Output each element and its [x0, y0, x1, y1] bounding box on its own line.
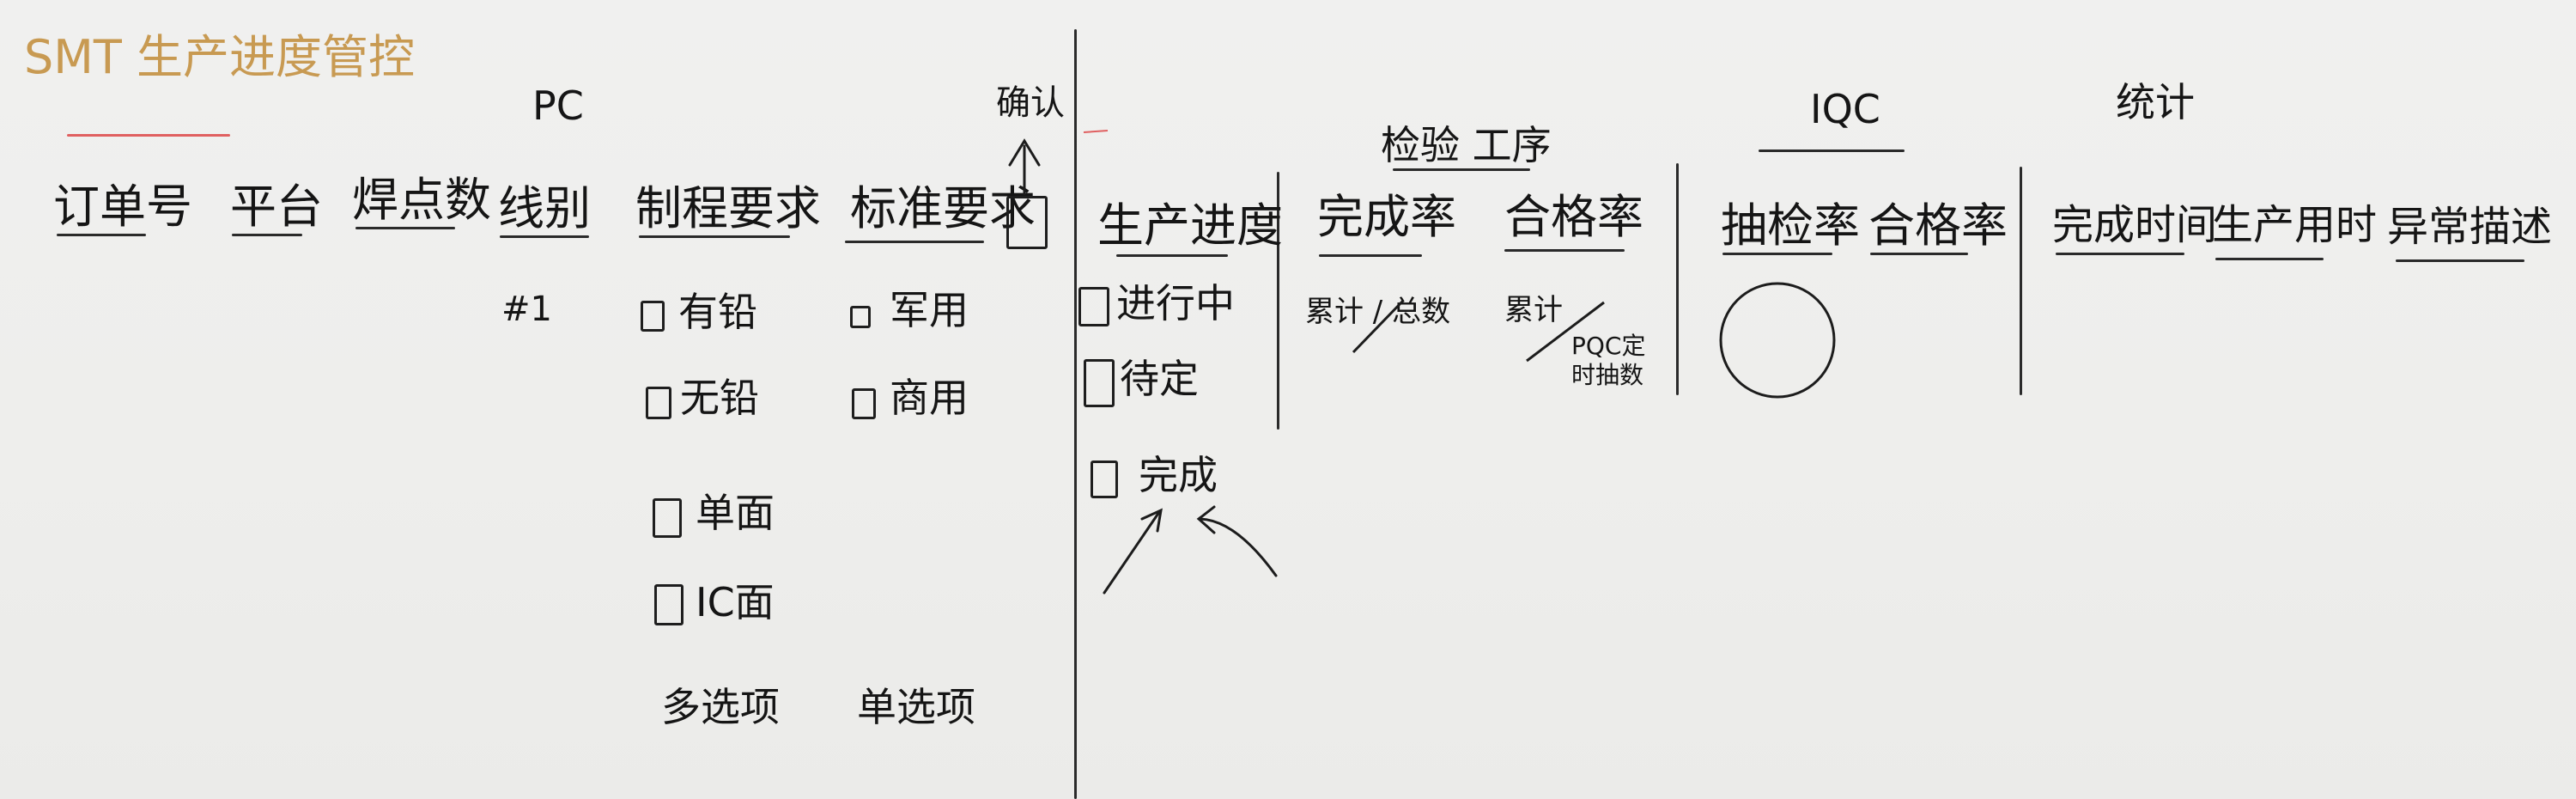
option-military: 军用 [890, 287, 969, 333]
header-sample-rate: 抽检率 [1721, 198, 1860, 253]
underline-completion-time [2056, 253, 2184, 255]
arrow-to-complete-icon [1103, 508, 1163, 595]
underline-platform [232, 234, 302, 236]
underline-completion-rate [1319, 254, 1422, 257]
section-inspection: 检验 工序 [1381, 122, 1552, 168]
underline-pass-rate-inspection [1504, 249, 1625, 252]
option-pending: 待定 [1120, 356, 1199, 402]
header-completion-rate: 完成率 [1317, 190, 1456, 244]
circle-mark-icon [1719, 282, 1836, 399]
divider-inspection-iqc [1676, 163, 1679, 395]
arrow-from-right-icon [1196, 505, 1278, 577]
underline-standard-req [845, 241, 984, 243]
option-complete: 完成 [1139, 452, 1218, 498]
header-pass-rate-iqc: 合格率 [1868, 198, 2008, 253]
note-cumulative-total: 累计 / 总数 [1305, 295, 1451, 329]
underline-pass-rate-iqc [1870, 253, 1968, 255]
underline-anomaly-desc [2396, 259, 2524, 262]
header-anomaly-desc: 异常描述 [2387, 203, 2553, 251]
header-line: 线别 [498, 181, 591, 235]
header-completion-time: 完成时间 [2052, 201, 2218, 249]
underline-process-req [639, 235, 790, 238]
underline-order-no [57, 234, 146, 236]
header-platform: 平台 [230, 180, 323, 234]
confirm-checkbox[interactable] [1006, 196, 1048, 249]
header-order-no: 订单号 [53, 180, 192, 234]
underline-prod-progress [1116, 254, 1228, 257]
board-title: SMT 生产进度管控 [24, 30, 416, 84]
underline-production-time [2215, 258, 2324, 260]
option-lead-free: 无铅 [680, 375, 759, 421]
slash-mark [1526, 301, 1605, 363]
iqc-underline [1759, 149, 1905, 152]
note-single-select: 单选项 [857, 684, 975, 730]
red-title-underline [67, 134, 230, 137]
section-confirm: 确认 [996, 83, 1065, 123]
checkbox-in-progress[interactable] [1078, 287, 1109, 326]
section-iqc: IQC [1810, 86, 1880, 132]
divider-iqc-stats [2020, 167, 2022, 395]
header-solder-points: 焊点数 [352, 173, 491, 227]
red-mark [1083, 130, 1109, 133]
slash-mark [1352, 299, 1405, 354]
option-leaded: 有铅 [678, 289, 757, 335]
option-commercial: 商用 [890, 375, 969, 421]
header-prod-progress: 生产进度 [1097, 198, 1283, 253]
note-cumulative-pqc: 累计 [1504, 293, 1563, 327]
checkbox-pending[interactable] [1084, 359, 1115, 407]
header-production-time: 生产用时 [2212, 201, 2378, 249]
note-pqc-sampling: PQC定 时抽数 [1571, 332, 1646, 389]
header-pass-rate-inspection: 合格率 [1504, 190, 1643, 244]
option-single-side: 单面 [696, 490, 775, 536]
checkbox-commercial[interactable] [852, 388, 876, 419]
section-stats: 统计 [2116, 79, 2195, 125]
option-in-progress: 进行中 [1116, 280, 1235, 326]
checkbox-ic-side[interactable] [654, 584, 683, 625]
section-pc: PC [532, 82, 584, 129]
underline-sample-rate [1722, 253, 1832, 255]
header-standard-req: 标准要求 [850, 181, 1036, 235]
line-value: #1 [501, 290, 552, 329]
note-multi-select: 多选项 [661, 684, 780, 730]
divider-pc-progress [1074, 29, 1077, 799]
checkbox-lead-free[interactable] [646, 387, 671, 419]
checkbox-military[interactable] [850, 306, 871, 328]
header-process-req: 制程要求 [635, 181, 821, 235]
divider-progress-inspection [1277, 172, 1279, 430]
checkbox-leaded[interactable] [641, 301, 665, 332]
option-ic-side: IC面 [696, 579, 775, 625]
underline-solder-points [355, 227, 455, 229]
checkbox-single-side[interactable] [653, 498, 682, 538]
underline-line [500, 235, 589, 238]
inspection-underline [1393, 168, 1530, 171]
arrow-up-icon [1008, 138, 1041, 196]
checkbox-complete[interactable] [1091, 460, 1118, 498]
